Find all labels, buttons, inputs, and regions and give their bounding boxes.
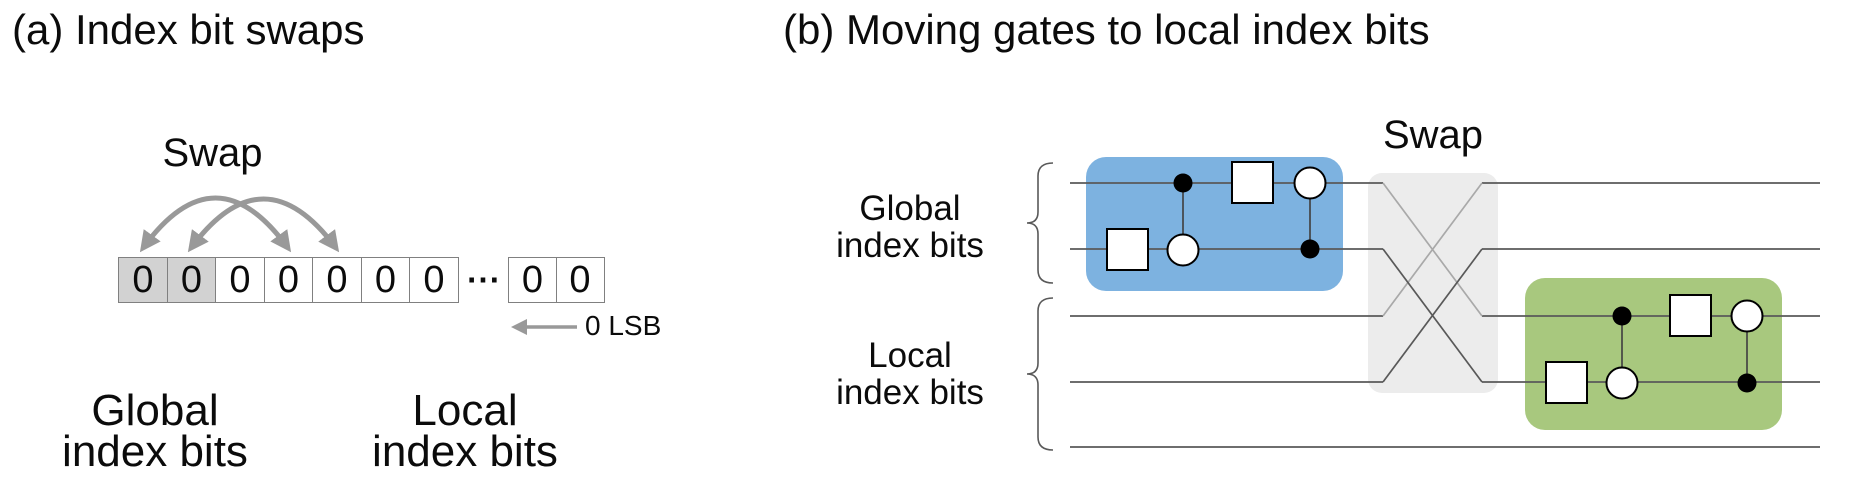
wire-group-braces bbox=[1026, 162, 1054, 451]
panel-a-swap-label: Swap bbox=[162, 131, 263, 175]
panel-b-global-label: Global index bits bbox=[836, 189, 984, 265]
bit-cell: 0 bbox=[166, 257, 217, 303]
control-dot bbox=[1173, 173, 1193, 193]
square-gate bbox=[1545, 361, 1588, 404]
open-control bbox=[1166, 233, 1200, 267]
panel-b-swap-label: Swap bbox=[1382, 113, 1484, 157]
bit-cell: 0 bbox=[312, 257, 362, 303]
global-gate-block bbox=[1086, 157, 1343, 291]
bit-cell: 0 bbox=[263, 257, 314, 303]
bit-cell: 0 bbox=[555, 257, 605, 303]
swap-arc-1-4 bbox=[187, 196, 340, 253]
lsb-label: 0 LSB bbox=[585, 310, 662, 341]
square-gate bbox=[1669, 294, 1712, 337]
local-brace bbox=[1026, 297, 1054, 451]
square-gate bbox=[1106, 228, 1149, 271]
swap-crossing-box bbox=[1368, 173, 1498, 393]
control-dot bbox=[1612, 306, 1632, 326]
open-control bbox=[1730, 299, 1764, 333]
bit-cell: 0 bbox=[215, 257, 265, 303]
swap-crossing-light bbox=[1382, 182, 1483, 317]
control-dot bbox=[1737, 373, 1757, 393]
open-control bbox=[1605, 366, 1639, 400]
square-gate bbox=[1231, 161, 1274, 204]
panel-b-title: (b) Moving gates to local index bits bbox=[783, 6, 1430, 53]
bit-cell: 0 bbox=[409, 257, 459, 303]
panel-a-title: (a) Index bit swaps bbox=[12, 6, 365, 53]
panel-a-local-label: Local index bits bbox=[372, 386, 558, 476]
panel-a-global-label: Global index bits bbox=[62, 386, 248, 476]
open-control bbox=[1293, 166, 1327, 200]
bit-cell: 0 bbox=[118, 257, 168, 303]
swap-arc-0-3 bbox=[139, 195, 292, 253]
swap-arcs-icon bbox=[139, 195, 340, 253]
control-dot bbox=[1300, 239, 1320, 259]
local-block-gates bbox=[1545, 294, 1764, 404]
bit-cell: 0 bbox=[360, 257, 411, 303]
global-block-gates bbox=[1106, 161, 1327, 271]
panel-b-local-label: Local index bits bbox=[836, 336, 984, 412]
swap-crossing-dark bbox=[1382, 248, 1483, 383]
bit-cell: 0 bbox=[508, 257, 557, 303]
ellipsis: ⋯ bbox=[466, 261, 500, 299]
global-brace bbox=[1026, 162, 1054, 284]
